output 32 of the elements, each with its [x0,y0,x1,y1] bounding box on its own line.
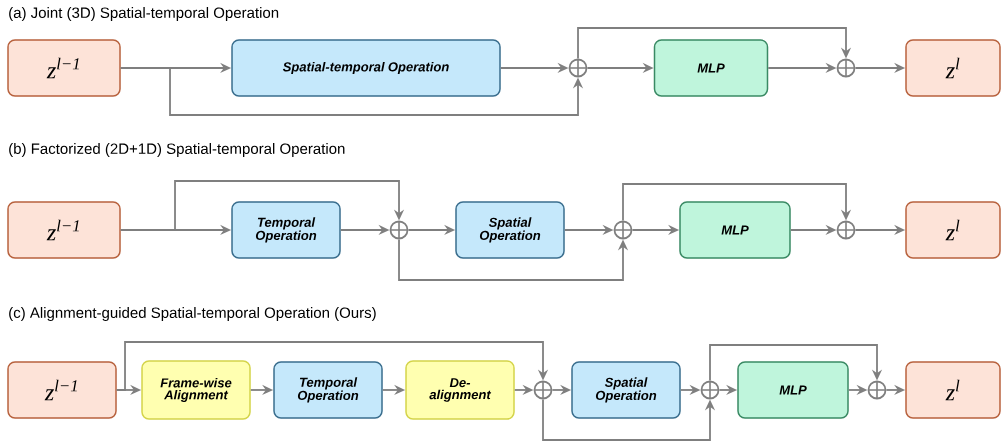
tensor-box: z$^{l}$ [905,201,1001,259]
operation-box: Spatial-temporal Operation [231,39,501,97]
tensor-box: z$^{l−1}$ [7,39,121,97]
sum-symbol [568,58,588,78]
arrow [577,27,852,60]
tensor-box: z$^{l}$ [905,39,1001,97]
arrow [115,341,549,391]
arrow [709,344,883,382]
mlp-box: MLP [679,201,791,259]
sum-symbol [836,58,856,78]
operation-box: Spatial Operation [571,361,681,419]
panel-title: (c) Alignment-guided Spatial-temporal Operation (Ours) [9,307,376,321]
sum-symbol [867,380,887,400]
tensor-box: z$^{l}$ [905,361,1001,419]
sum-symbol [613,220,633,240]
arrow [119,180,405,231]
sum-symbol [836,220,856,240]
operation-box: Temporal Operation [231,201,341,259]
panel-title: (b) Factorized (2D+1D) Spatial-temporal Operation [9,143,345,157]
arrow [622,183,852,222]
tensor-box: z$^{l−1}$ [7,361,117,419]
sum-symbol [533,380,553,400]
sum-symbol [389,220,409,240]
alignment-box: De-alignment [405,360,515,420]
panel-title: (a) Joint (3D) Spatial-temporal Operation [9,7,279,21]
tensor-box: z$^{l−1}$ [7,201,121,259]
mlp-box: MLP [653,39,769,97]
mlp-box: MLP [737,361,849,419]
sum-symbol [700,380,720,400]
operation-box: Temporal Operation [273,361,383,419]
alignment-box: Frame-wise Alignment [141,360,251,420]
operation-box: Spatial Operation [455,201,565,259]
